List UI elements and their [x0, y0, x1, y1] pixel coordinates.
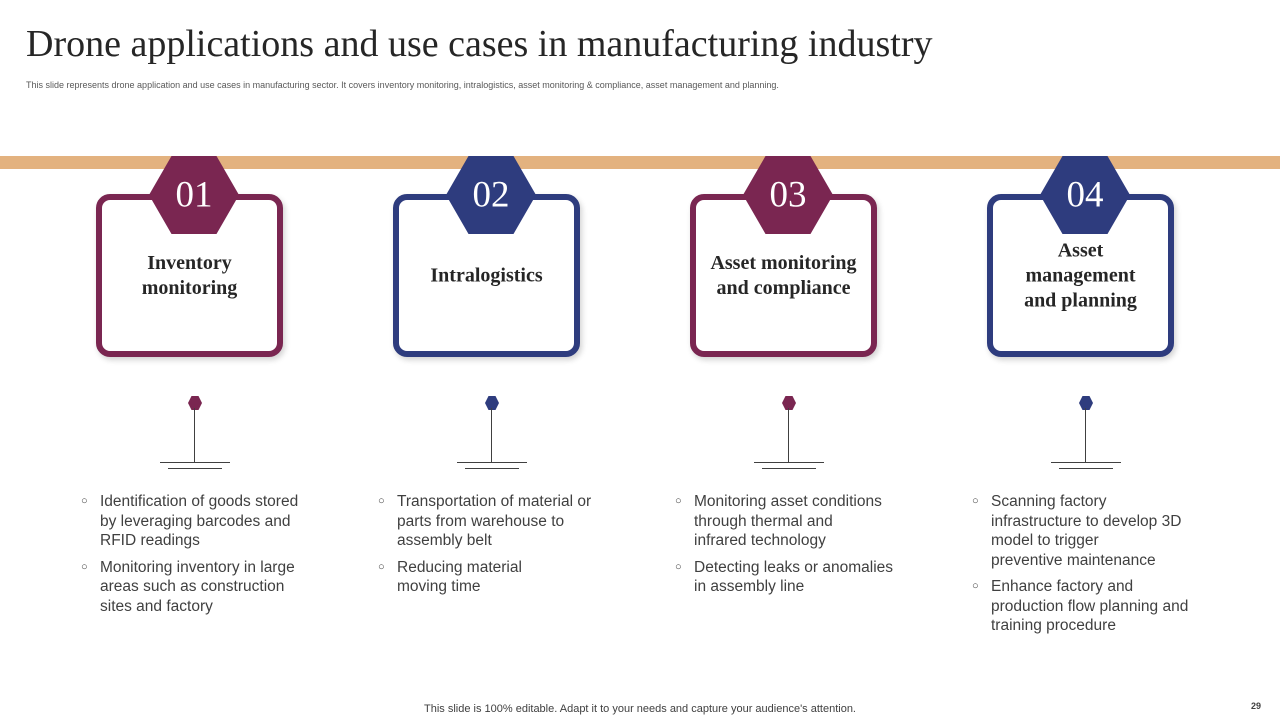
hexagon-pin-icon: [782, 396, 796, 410]
pin-base: [160, 462, 230, 463]
pin-stem: [788, 408, 789, 463]
step-number-hexagon-1: 01: [149, 156, 239, 234]
bullet-list-1: ○Identification of goods stored by lever…: [81, 492, 316, 623]
step-number-hexagon-4: 04: [1040, 156, 1130, 234]
circle-bullet-icon: ○: [675, 495, 682, 507]
pin-base: [465, 468, 519, 469]
step-number-3: 03: [769, 174, 807, 216]
slide-subtitle: This slide represents drone application …: [26, 80, 779, 90]
bullet-list-3: ○Monitoring asset conditions through the…: [675, 492, 910, 604]
list-item: ○Monitoring asset conditions through the…: [675, 493, 882, 549]
pin-marker-2: [457, 396, 527, 476]
pin-marker-3: [754, 396, 824, 476]
pin-marker-1: [160, 396, 230, 476]
list-item: ○Monitoring inventory in large areas suc…: [81, 558, 295, 615]
hexagon-pin-icon: [485, 396, 499, 410]
pin-base: [168, 468, 222, 469]
step-number-2: 02: [472, 174, 510, 216]
circle-bullet-icon: ○: [81, 560, 88, 573]
step-title-2: Intralogistics: [430, 264, 543, 286]
step-card-1: Inventory monitoring: [96, 194, 283, 357]
step-number-hexagon-2: 02: [446, 156, 536, 234]
pin-stem: [194, 408, 195, 463]
step-number-4: 04: [1066, 174, 1104, 216]
pin-base: [754, 462, 824, 463]
pin-marker-4: [1051, 396, 1121, 476]
step-number-hexagon-3: 03: [743, 156, 833, 234]
pin-base: [1051, 462, 1121, 463]
header-band: [0, 156, 1280, 169]
pin-stem: [1085, 408, 1086, 463]
circle-bullet-icon: ○: [378, 560, 385, 573]
circle-bullet-icon: ○: [378, 495, 385, 507]
hexagon-pin-icon: [188, 396, 202, 410]
list-item: ○Detecting leaks or anomalies in assembl…: [675, 558, 894, 596]
slide-footer: This slide is 100% editable. Adapt it to…: [424, 703, 856, 715]
step-title-1: Inventory monitoring: [141, 251, 238, 299]
circle-bullet-icon: ○: [972, 580, 979, 592]
list-item: ○Reducing material moving time: [378, 558, 522, 596]
circle-bullet-icon: ○: [675, 560, 682, 573]
pin-base: [762, 468, 816, 469]
step-title-4: Asset management and planning: [1024, 239, 1137, 311]
slide-title: Drone applications and use cases in manu…: [26, 23, 933, 65]
bullet-list-2: ○Transportation of material or parts fro…: [378, 492, 613, 604]
circle-bullet-icon: ○: [972, 495, 979, 507]
pin-base: [1059, 468, 1113, 469]
hexagon-pin-icon: [1079, 396, 1093, 410]
page-number: 29: [1250, 701, 1261, 711]
step-number-1: 01: [175, 174, 213, 216]
circle-bullet-icon: ○: [81, 495, 88, 507]
list-item: ○Identification of goods stored by lever…: [81, 493, 299, 549]
step-title-3: Asset monitoring and compliance: [710, 251, 857, 299]
list-item: ○Enhance factory and production flow pla…: [972, 578, 1189, 634]
list-item: ○Scanning factory infrastructure to deve…: [972, 493, 1182, 569]
list-item: ○Transportation of material or parts fro…: [378, 493, 592, 549]
pin-stem: [491, 408, 492, 463]
bullet-list-4: ○Scanning factory infrastructure to deve…: [972, 492, 1207, 643]
pin-base: [457, 462, 527, 463]
